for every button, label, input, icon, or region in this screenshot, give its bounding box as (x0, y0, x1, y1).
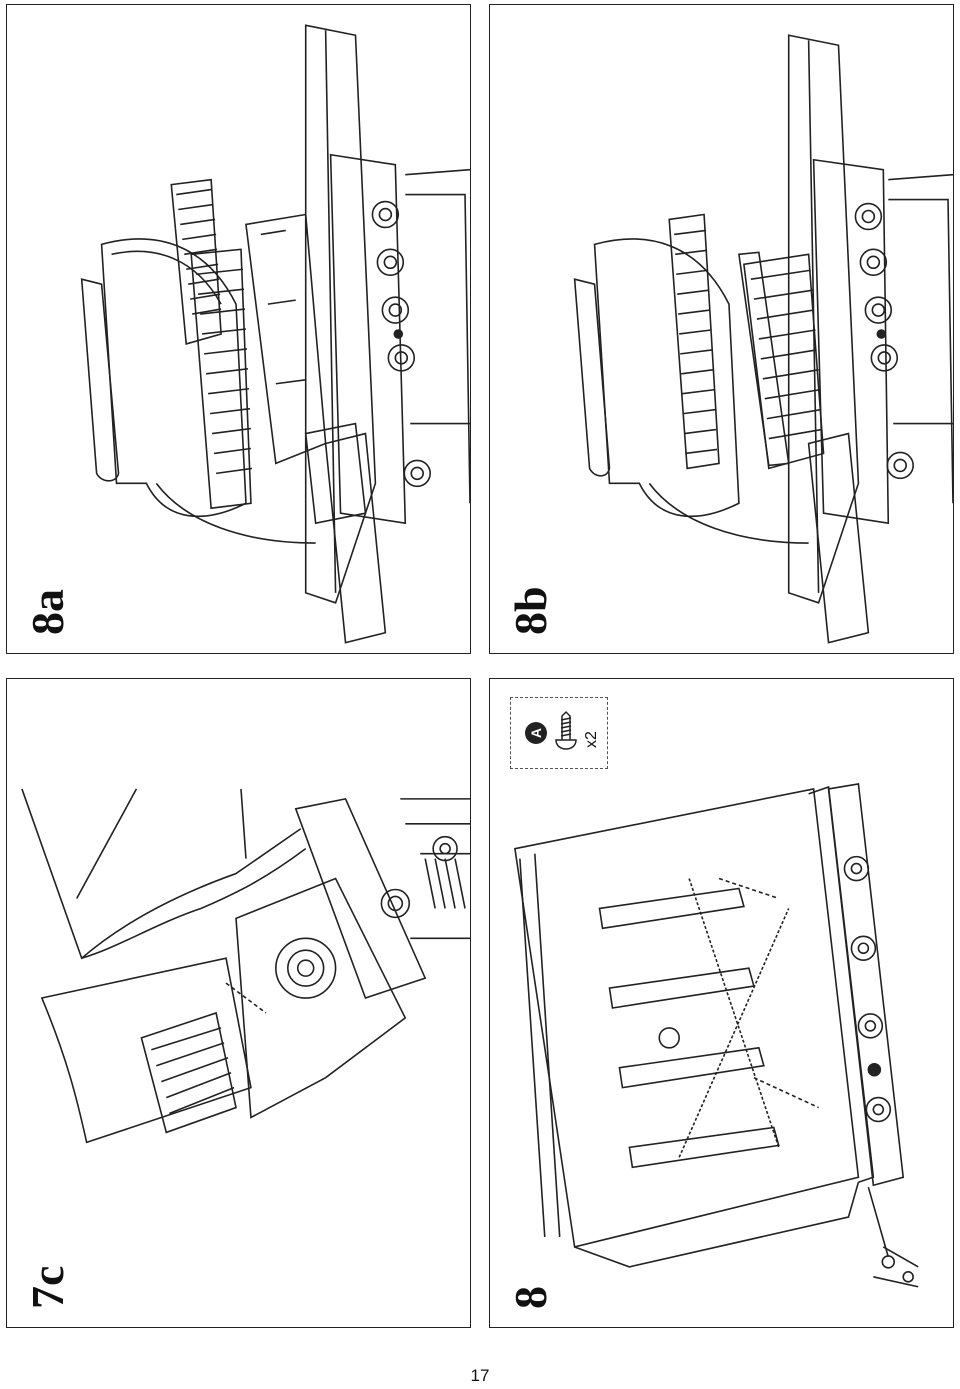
step-panel-7c: 7c (6, 678, 471, 1328)
step-panel-8: A x2 8 (489, 678, 954, 1328)
burner-installation-illustration-8 (490, 679, 953, 1327)
step-panel-8b: 8b (489, 4, 954, 654)
screw-icon (555, 710, 577, 750)
step-panel-8a: 8a (6, 4, 471, 654)
hardware-callout: A x2 (510, 697, 608, 769)
side-burner-illustration-7c (7, 679, 470, 1327)
page-number: 17 (470, 1366, 490, 1385)
step-label-8a: 8a (22, 589, 73, 635)
grill-assembly-illustration-8b (490, 5, 953, 653)
step-label-7c: 7c (22, 1265, 73, 1309)
step-label-8b: 8b (505, 586, 556, 635)
step-label-8: 8 (505, 1286, 556, 1309)
grill-assembly-illustration-8a (7, 5, 470, 653)
